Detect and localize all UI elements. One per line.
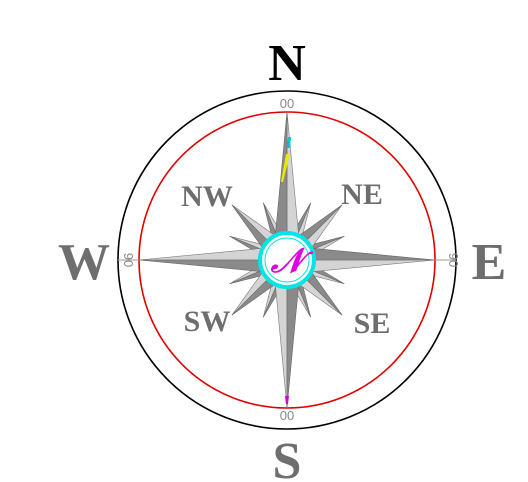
- south-label: S: [273, 433, 302, 482]
- southeast-label: SE: [354, 307, 391, 340]
- north-label: N: [268, 35, 306, 92]
- needle-accent-magenta: [285, 396, 289, 404]
- northeast-label: NE: [341, 178, 383, 211]
- east-label: E: [472, 234, 507, 291]
- northwest-label: NW: [181, 180, 233, 213]
- ring-marker-right: 90: [446, 253, 461, 267]
- ring-marker-left: 90: [121, 253, 136, 267]
- ring-marker-top: 00: [280, 96, 294, 111]
- west-label: W: [58, 234, 110, 291]
- southwest-label: SW: [184, 305, 231, 338]
- ring-marker-bottom: 00: [280, 408, 294, 423]
